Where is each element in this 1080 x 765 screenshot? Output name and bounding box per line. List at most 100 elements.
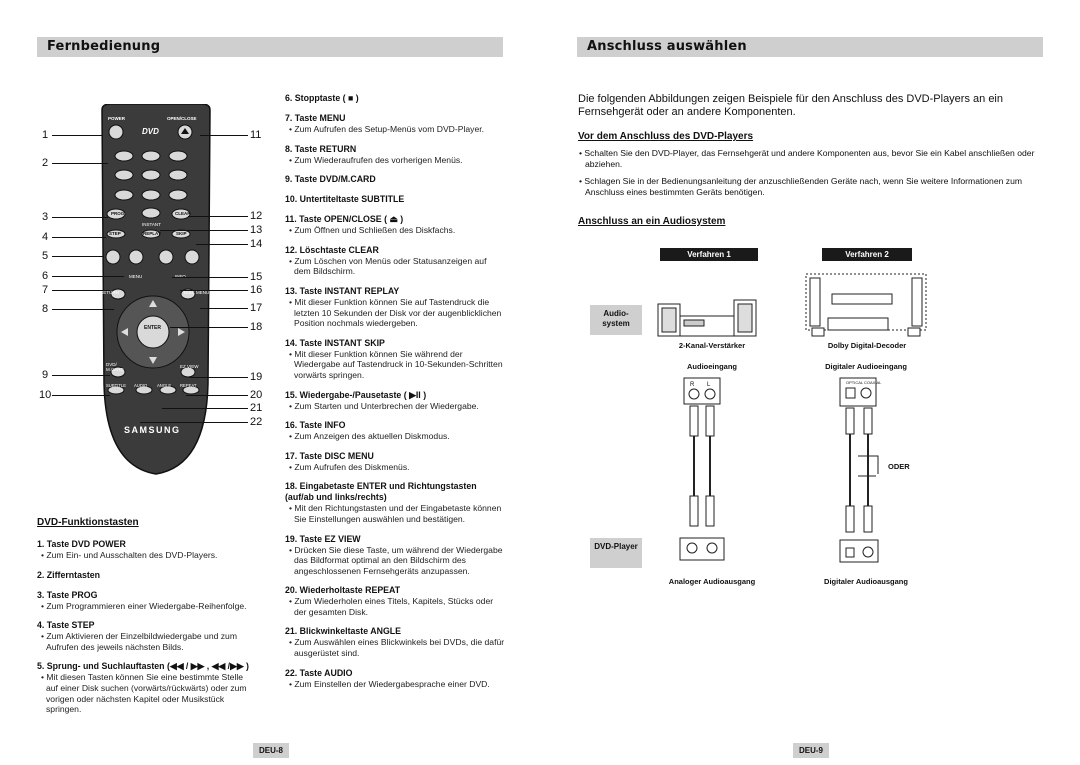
function-item-title: 3. Taste PROG — [37, 589, 98, 600]
function-item-title: 20. Wiederholtaste REPEAT — [285, 585, 401, 596]
jack-l-label: L — [707, 382, 711, 388]
function-item-title: 15. Wiedergabe-/Pausetaste ( ▶II ) — [285, 389, 427, 400]
remote-dvd-mcard-label: DVD/ M.CARD — [106, 362, 124, 372]
coaxial-label: COAXIAL — [864, 380, 882, 385]
function-item-description: Zum Aufrufen des Diskmenüs. — [285, 462, 505, 473]
intro-paragraph: Die folgenden Abbildungen zeigen Beispie… — [578, 93, 1003, 118]
function-item-title: 7. Taste MENU — [285, 113, 346, 123]
function-item-title: 2. Zifferntasten — [37, 569, 101, 580]
function-item-title: 10. Untertiteltaste SUBTITLE — [285, 194, 405, 205]
function-item-description: Zum Öffnen und Schließen des Diskfachs. — [285, 225, 505, 236]
function-item-description: Zum Programmieren einer Wiedergabe-Reihe… — [37, 601, 257, 612]
bullet-2: Schlagen Sie in der Bedienungsanleitung … — [578, 176, 1038, 198]
function-item-description: Zum Einstellen der Wiedergabesprache ein… — [285, 679, 505, 690]
function-item-title: 16. Taste INFO — [285, 420, 346, 431]
callout-7: 7 — [42, 284, 49, 296]
function-item-description: Drücken Sie diese Taste, um während der … — [285, 545, 505, 577]
remote-return-label: RETURN — [100, 290, 119, 295]
function-item-title: 21. Blickwinkeltaste ANGLE — [285, 626, 402, 637]
function-item-description: Zum Wiederaufrufen des vorherigen Menüs. — [285, 155, 505, 166]
function-item: 6. Stopptaste ( ■ ) — [285, 93, 505, 104]
function-item-description: Zum Aufrufen des Setup-Menüs vom DVD-Pla… — [285, 124, 505, 135]
function-item: 15. Wiedergabe-/Pausetaste ( ▶II )Zum St… — [285, 390, 505, 412]
callout-17: 17 — [250, 302, 263, 314]
function-item: 10. Untertiteltaste SUBTITLE — [285, 194, 505, 205]
callout-15: 15 — [250, 271, 263, 283]
function-item: 12. Löschtaste CLEARZum Löschen von Menü… — [285, 245, 505, 277]
function-item-description: Zum Anzeigen des aktuellen Diskmodus. — [285, 431, 505, 442]
callout-18: 18 — [250, 321, 263, 333]
function-item-title: 5. Sprung- und Suchlauftasten (◀◀ / ▶▶ ,… — [37, 661, 249, 672]
function-item-title: 6. Stopptaste ( ■ ) — [285, 93, 359, 103]
remote-power-label: POWER — [108, 116, 126, 121]
callout-1: 1 — [42, 129, 49, 141]
function-item: 8. Taste RETURNZum Wiederaufrufen des vo… — [285, 144, 505, 166]
function-item-description: Zum Löschen von Menüs oder Statusanzeige… — [285, 256, 505, 277]
callout-6: 6 — [42, 270, 49, 282]
function-item: 22. Taste AUDIOZum Einstellen der Wieder… — [285, 668, 505, 690]
remote-control — [96, 103, 216, 476]
callout-10: 10 — [39, 389, 52, 401]
function-item-description: Zum Ein- und Ausschalten des DVD-Players… — [37, 550, 257, 561]
callout-21: 21 — [250, 402, 263, 414]
callout-2: 2 — [42, 157, 49, 169]
remote-angle-label: ANGLE — [157, 383, 172, 388]
procedure-2-badge: Verfahren 2 — [822, 248, 912, 261]
function-item-title: 18. Eingabetaste ENTER und Richtungstast… — [285, 481, 477, 503]
callout-19: 19 — [250, 371, 263, 383]
right-header-title: Anschluss auswählen — [587, 39, 747, 54]
function-item-title: 9. Taste DVD/M.CARD — [285, 174, 376, 185]
remote-skip-label: SKIP — [176, 231, 187, 236]
functions-list-a: 1. Taste DVD POWERZum Ein- und Ausschalt… — [37, 539, 257, 724]
function-item-title: 17. Taste DISC MENU — [285, 450, 374, 461]
function-item-title: 22. Taste AUDIO — [285, 667, 353, 678]
amp-caption: 2-Kanal-Verstärker — [678, 341, 746, 350]
bullet-1: Schalten Sie den DVD-Player, das Fernseh… — [578, 148, 1038, 170]
function-item: 13. Taste INSTANT REPLAYMit dieser Funkt… — [285, 286, 505, 329]
right-page-number: DEU-9 — [793, 743, 829, 758]
function-item-title: 8. Taste RETURN — [285, 143, 357, 154]
function-item: 14. Taste INSTANT SKIPMit dieser Funktio… — [285, 338, 505, 381]
decoder-caption: Dolby Digital-Decoder — [827, 341, 907, 350]
remote-replay-label: REPLAY — [143, 231, 161, 236]
function-item-description: Mit diesen Tasten können Sie eine bestim… — [37, 672, 257, 714]
function-item: 17. Taste DISC MENUZum Aufrufen des Disk… — [285, 451, 505, 473]
callout-22: 22 — [250, 416, 263, 428]
dvd-player-label: DVD-Player — [590, 538, 642, 568]
callout-16: 16 — [250, 284, 263, 296]
audio-system-title: Anschluss an ein Audiosystem — [578, 216, 726, 227]
remote-audio-label: AUDIO — [134, 383, 148, 388]
function-item-description: Mit dieser Funktion können Sie während d… — [285, 349, 505, 381]
optical-label: OPTICAL — [846, 380, 864, 385]
function-item-description: Zum Starten und Unterbrechen der Wiederg… — [285, 401, 505, 412]
function-item: 18. Eingabetaste ENTER und Richtungstast… — [285, 481, 505, 524]
function-item: 16. Taste INFOZum Anzeigen des aktuellen… — [285, 420, 505, 442]
function-item-description: Zum Auswählen eines Blickwinkels bei DVD… — [285, 637, 505, 658]
remote-enter-label: ENTER — [144, 325, 161, 331]
audio-in-caption: Audioeingang — [687, 362, 737, 371]
function-item: 19. Taste EZ VIEWDrücken Sie diese Taste… — [285, 534, 505, 577]
function-item-title: 19. Taste EZ VIEW — [285, 533, 361, 544]
function-item-title: 13. Taste INSTANT REPLAY — [285, 285, 400, 296]
remote-instant-label: INSTANT — [142, 222, 161, 227]
remote-ez-view-label: EZ VIEW — [180, 364, 199, 369]
or-label: ODER — [888, 462, 910, 471]
callout-11: 11 — [250, 129, 262, 141]
function-item-title: 11. Taste OPEN/CLOSE ( ⏏ ) — [285, 214, 404, 225]
function-item: 9. Taste DVD/M.CARD — [285, 174, 505, 185]
function-item: 2. Zifferntasten — [37, 570, 257, 581]
callout-3: 3 — [42, 211, 49, 223]
remote-open-close-label: OPEN/CLOSE — [167, 116, 197, 121]
right-header-bar: Anschluss auswählen — [577, 37, 1043, 57]
function-item-title: 4. Taste STEP — [37, 620, 95, 631]
function-item-title: 14. Taste INSTANT SKIP — [285, 337, 385, 348]
function-item: 21. Blickwinkeltaste ANGLEZum Auswählen … — [285, 626, 505, 658]
digital-in-caption: Digitaler Audioeingang — [825, 362, 907, 371]
callout-9: 9 — [42, 369, 49, 381]
functions-list-b: 6. Stopptaste ( ■ )7. Taste MENUZum Aufr… — [285, 93, 505, 698]
function-item: 4. Taste STEPZum Aktivieren der Einzelbi… — [37, 620, 257, 652]
function-item: 7. Taste MENUZum Aufrufen des Setup-Menü… — [285, 113, 505, 135]
jack-r-label: R — [690, 382, 695, 388]
callout-4: 4 — [42, 231, 49, 243]
function-item: 3. Taste PROGZum Programmieren einer Wie… — [37, 590, 257, 612]
